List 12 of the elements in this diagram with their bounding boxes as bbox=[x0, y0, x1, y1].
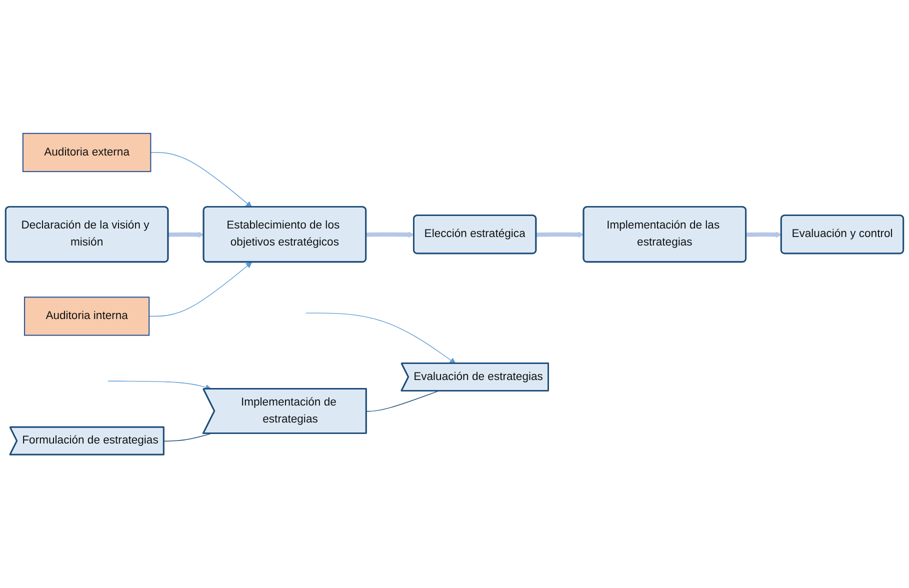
arrow bbox=[306, 312, 456, 364]
arrow bbox=[536, 232, 584, 238]
node-box: Auditoria externa bbox=[22, 132, 152, 172]
arrow bbox=[746, 232, 782, 238]
arrow bbox=[148, 262, 252, 317]
arrow bbox=[108, 380, 212, 390]
arrow bbox=[168, 232, 204, 238]
connector bbox=[164, 433, 212, 442]
arrow bbox=[366, 232, 414, 238]
node-box: Auditoria interna bbox=[24, 296, 150, 336]
connector bbox=[366, 390, 439, 412]
arrow bbox=[150, 152, 252, 208]
